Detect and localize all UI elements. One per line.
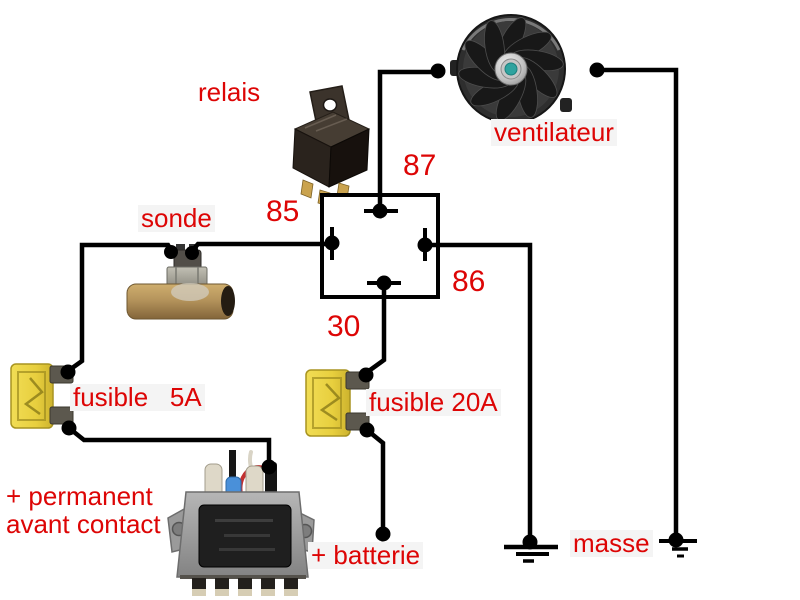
fan-photo: [450, 14, 572, 124]
wire-85-to-sensor: [190, 241, 332, 253]
fuse-5a-photo: [10, 363, 74, 429]
sensor-left-dot: [164, 245, 178, 259]
sensor-solder-weld: [171, 283, 209, 301]
fuse20-bottom-dot: [359, 422, 375, 438]
module-terminal-dot: [261, 459, 277, 475]
fan-left-dot: [430, 63, 446, 79]
temperature-sensor-photo: [126, 244, 235, 320]
relay-photo: [292, 85, 371, 207]
connection-dots: [60, 62, 605, 542]
fuse-element: [23, 377, 44, 416]
label-battery: + batterie: [308, 541, 424, 570]
label-sensor: sonde: [138, 204, 215, 233]
fan-hub-cap: [504, 62, 518, 76]
wire-fuse5-to-module: [67, 426, 272, 464]
label-terminal-30: 30: [327, 310, 361, 343]
fuse5-bottom-dot: [61, 420, 77, 436]
label-terminal-85: 85: [266, 195, 300, 228]
wire-fuse20-to-battery: [365, 428, 386, 532]
battery-end-dot: [375, 526, 391, 542]
wire-30-to-fuse20: [364, 283, 387, 375]
label-permanent-line1: + permanent: [6, 481, 153, 511]
fuse-20a-photo: [305, 369, 370, 437]
terminal-86-dot: [417, 237, 433, 253]
fuse-element: [319, 383, 341, 422]
wire-87-to-fan: [377, 69, 435, 211]
fuse-blade: [49, 406, 74, 425]
label-relay: relais: [198, 77, 261, 107]
label-ground: masse: [570, 529, 653, 558]
relay-mount-hole: [322, 98, 338, 112]
terminal-85-dot: [324, 235, 340, 251]
fuse20-top-dot: [358, 367, 374, 383]
label-permanent-line2: avant contact: [6, 509, 161, 539]
label-fuse-5a: fusible 5A: [70, 383, 205, 412]
fuse5-top-dot: [60, 364, 76, 380]
terminal-30-dot: [376, 275, 392, 291]
sensor-right-dot: [185, 246, 199, 260]
sensor-terminal: [176, 244, 185, 254]
fan-right-dot: [589, 62, 605, 78]
ground-symbol-left: [504, 534, 558, 563]
label-terminal-86: 86: [452, 265, 486, 298]
wire-fan-to-masse: [597, 67, 679, 537]
module-black-pin: [229, 450, 236, 484]
ground-symbol-right: [659, 532, 697, 558]
wire-86-to-ground: [425, 242, 533, 538]
fan-bracket: [560, 98, 572, 112]
ignition-module-photo: [167, 450, 315, 596]
label-terminal-87: 87: [403, 149, 437, 182]
label-fuse-20a: fusible 20A: [366, 388, 501, 417]
module-fins: [192, 578, 298, 596]
terminal-87-dot: [372, 203, 388, 219]
label-fan: ventilateur: [491, 118, 617, 147]
relay-pin: [300, 179, 314, 199]
